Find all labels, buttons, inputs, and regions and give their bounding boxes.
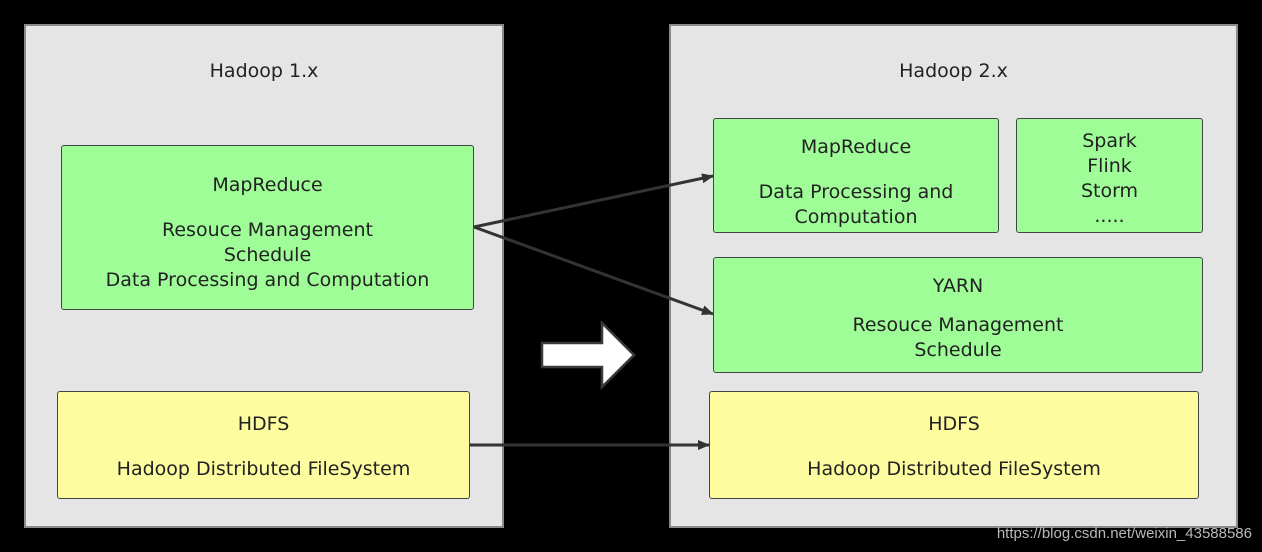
engine-spark: Spark [1082, 130, 1137, 152]
yarn-title: YARN [932, 275, 984, 297]
hadoop-1x-hdfs-title: HDFS [237, 413, 290, 435]
transition-arrow-icon [540, 319, 636, 391]
hadoop-1x-mapreduce-box: MapReduce Resouce Management Schedule Da… [61, 145, 474, 310]
hadoop-2x-mapreduce-line: Computation [794, 206, 918, 228]
yarn-line: Schedule [914, 339, 1002, 361]
hadoop-2x-hdfs-subtitle: Hadoop Distributed FileSystem [807, 458, 1101, 480]
engine-storm: Storm [1080, 180, 1139, 202]
yarn-box: YARN Resouce Management Schedule [713, 257, 1203, 373]
yarn-line: Resouce Management [852, 314, 1064, 336]
hadoop-2x-mapreduce-line: Data Processing and [758, 181, 954, 203]
hadoop-1x-mapreduce-line: Resouce Management [162, 219, 373, 241]
hadoop-1x-mapreduce-line: Data Processing and Computation [105, 269, 430, 291]
engine-more: ..... [1094, 205, 1125, 227]
hadoop-1x-hdfs-subtitle: Hadoop Distributed FileSystem [116, 458, 411, 480]
hadoop-1x-hdfs-box: HDFS Hadoop Distributed FileSystem [57, 391, 470, 499]
hadoop-2x-mapreduce-box: MapReduce Data Processing and Computatio… [713, 118, 999, 233]
hadoop-1x-mapreduce-line: Schedule [223, 244, 312, 266]
hadoop-1x-mapreduce-title: MapReduce [212, 174, 323, 196]
hadoop-2x-mapreduce-title: MapReduce [800, 136, 912, 158]
hadoop-2x-hdfs-title: HDFS [928, 413, 980, 435]
compute-engines-box: Spark Flink Storm ..... [1016, 118, 1203, 233]
hadoop-1x-title: Hadoop 1.x [209, 60, 319, 82]
hadoop-2x-title: Hadoop 2.x [899, 60, 1008, 82]
engine-flink: Flink [1087, 155, 1132, 177]
watermark: https://blog.csdn.net/weixin_43588586 [996, 525, 1252, 542]
hadoop-2x-hdfs-box: HDFS Hadoop Distributed FileSystem [709, 391, 1199, 499]
